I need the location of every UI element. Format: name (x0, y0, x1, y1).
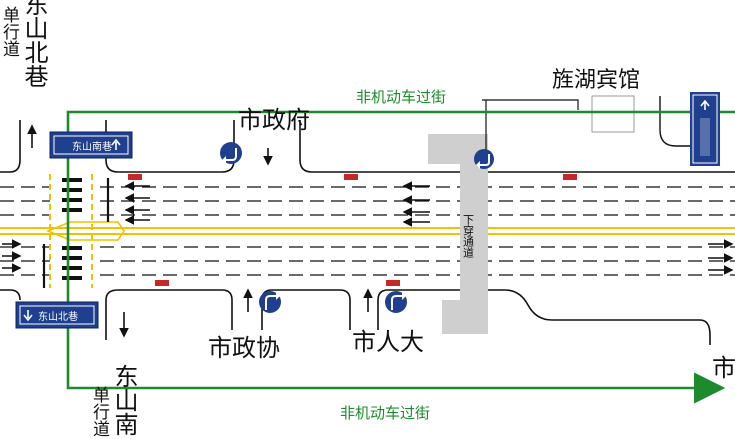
peoples-congress-label: 市人大 (352, 328, 424, 356)
nonmotor-route (66, 110, 735, 404)
right-turn-icon (385, 291, 407, 313)
city-government-label: 市政府 (238, 106, 310, 134)
red-markers (128, 174, 577, 286)
dongshan-south-lane-label: 东山南 (110, 364, 138, 436)
nonmotor-crossing-bottom-label: 非机动车过街 (340, 404, 431, 422)
lane-markings (0, 186, 735, 276)
dongshan-north-sign: 东山北巷 (15, 301, 99, 329)
hotel-sign (690, 92, 720, 166)
nonmotor-crossing-top-label: 非机动车过街 (356, 88, 447, 106)
dongshan-south-sign: 东山南巷 (49, 131, 133, 159)
hotel-building (591, 95, 635, 133)
u-turn-icon (474, 149, 494, 169)
stop-lines (42, 178, 110, 288)
u-turn-icon (220, 142, 242, 164)
right-turn-icon (259, 291, 281, 313)
pedestrian-island (45, 221, 125, 241)
zebra-crosswalk (62, 178, 82, 280)
top-leader-line (482, 99, 579, 110)
svg-text:下穿通道: 下穿通道 (462, 214, 475, 258)
straight-arrow-icon (2, 124, 734, 338)
dongshan-south-oneway-label: 单行道 (89, 386, 109, 437)
crosswalk-yellow-dash (49, 174, 93, 288)
road-top-edge (0, 120, 735, 173)
hotel-label: 旌湖宾馆 (552, 68, 641, 93)
dongshan-north-oneway-label: 单行道 (0, 6, 19, 57)
cppcc-label: 市政协 (208, 334, 280, 362)
hotel-leader-line (659, 96, 690, 147)
partial-right-label: 市 (712, 354, 735, 382)
dongshan-north-sign-text: 东山北巷 (38, 310, 78, 323)
center-yellow-line (0, 227, 735, 235)
dongshan-north-lane-label: 东山北巷 (20, 0, 48, 88)
underpass-area (428, 134, 488, 334)
underpass-label: 下穿通道 (462, 214, 475, 258)
dongshan-south-sign-text: 东山南巷 (72, 140, 112, 153)
